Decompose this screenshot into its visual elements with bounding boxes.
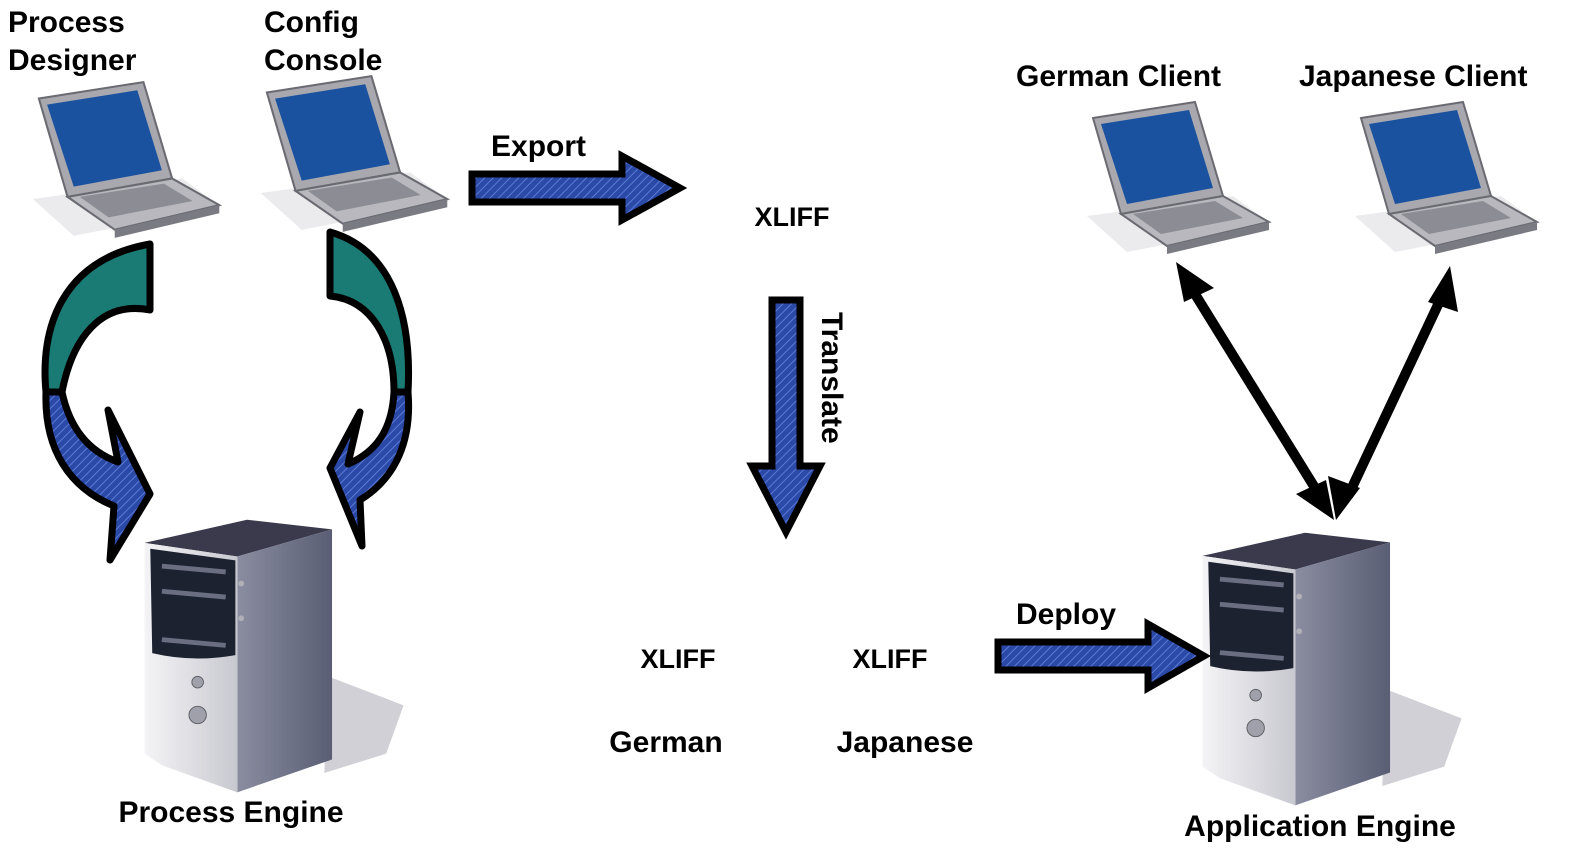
process-designer-label-line1: Process [8,6,125,39]
japanese-label: Japanese [836,726,974,759]
german-label: German [609,726,723,759]
japanese-client-label: Japanese Client [1299,60,1528,93]
laptop-icon [31,81,223,239]
xliff-japanese-label: XLIFF [853,644,928,674]
upload-arrow-right [326,228,413,550]
translate-label: Translate [815,312,848,444]
client-connection-arrows [1176,262,1458,520]
process-engine-label: Process Engine [118,796,344,829]
deploy-label: Deploy [1016,598,1117,631]
server-tower-icon [1203,533,1462,806]
xliff-source-label: XLIFF [755,202,830,232]
deploy-arrow [994,617,1212,695]
application-engine-label: Application Engine [1184,810,1456,843]
config-console-label-line1: Config [264,6,359,39]
laptop-icon [259,75,451,233]
laptop-icon [1353,100,1541,256]
german-client-label: German Client [1016,60,1222,93]
config-console-label-line2: Console [264,44,383,77]
server-tower-icon [145,520,404,793]
upload-arrow-left [41,240,154,564]
xliff-german-label: XLIFF [641,644,716,674]
process-designer-label-line2: Designer [8,44,137,77]
export-label: Export [491,130,587,163]
translate-arrow [746,296,826,540]
export-arrow [468,150,688,226]
laptop-icon [1085,100,1273,256]
